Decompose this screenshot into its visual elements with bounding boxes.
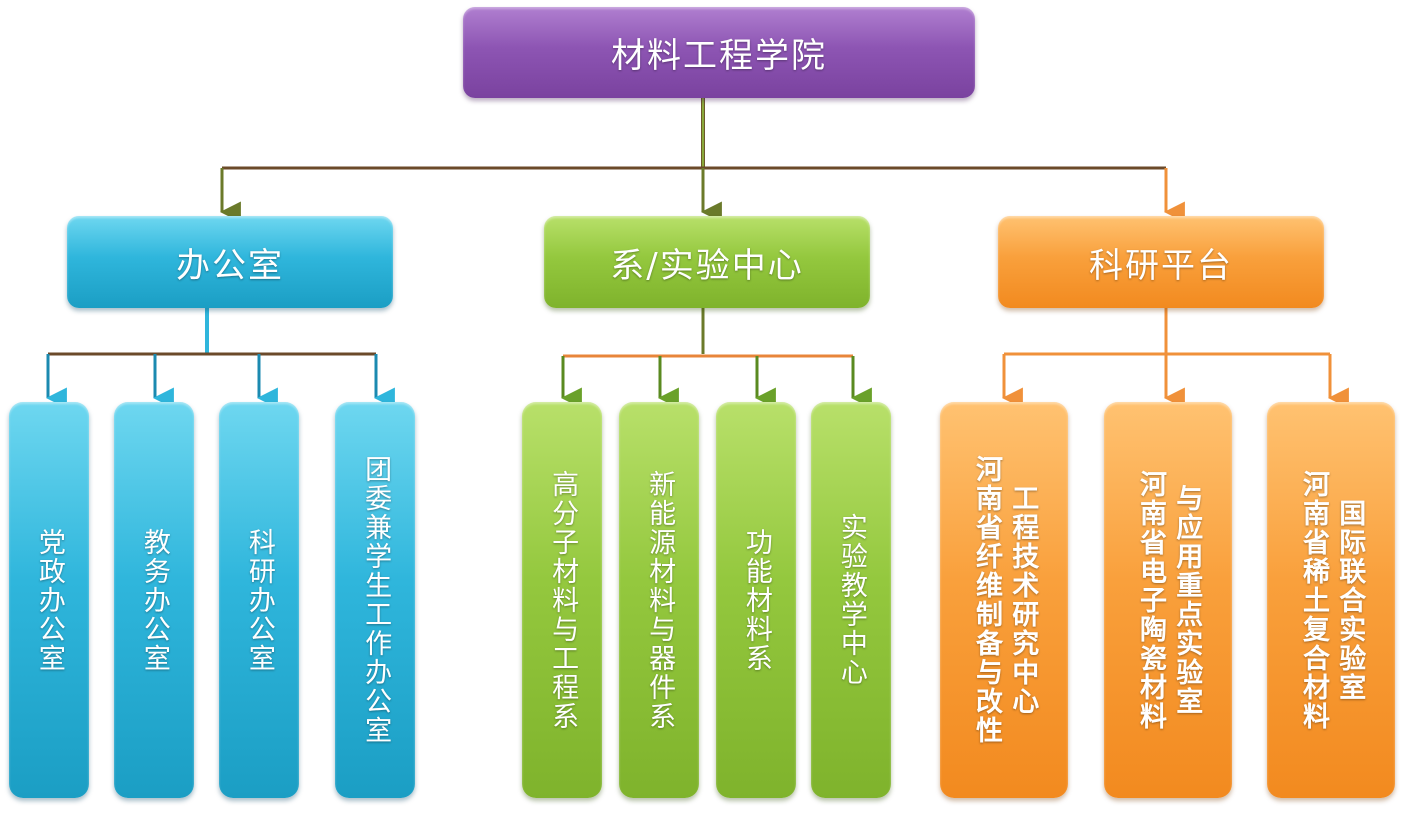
branch-dept: 系/实验中心 [544, 216, 870, 308]
platform-node-label-line1: 河南省纤维制备与改性 [971, 455, 1002, 745]
platform-node-label-line2: 工程技术研究中心 [1007, 484, 1039, 716]
branch-office: 办公室 [67, 216, 393, 308]
dept-node-label: 功能材料系 [740, 527, 772, 673]
office-node-label: 党政办公室 [33, 527, 65, 673]
platform-node-ceramics: 河南省电子陶瓷材料 与应用重点实验室 [1104, 402, 1232, 798]
platform-connector [1001, 308, 1349, 409]
branch-platform-label: 科研平台 [1089, 245, 1233, 286]
office-node-label: 科研办公室 [243, 527, 275, 673]
branch-office-label: 办公室 [176, 245, 284, 286]
platform-node-fiber: 河南省纤维制备与改性 工程技术研究中心 [940, 402, 1068, 798]
dept-node-functional: 功能材料系 [716, 402, 796, 798]
platform-node-label-line2: 国际联合实验室 [1334, 498, 1366, 702]
platform-node-rare-earth: 河南省稀土复合材料 国际联合实验室 [1267, 402, 1395, 798]
root-node: 材料工程学院 [463, 7, 975, 98]
dept-node-label: 高分子材料与工程系 [547, 469, 579, 731]
platform-node-label-line1: 河南省稀土复合材料 [1298, 469, 1329, 731]
branch-platform: 科研平台 [998, 216, 1324, 308]
office-node-party: 党政办公室 [9, 402, 89, 798]
office-node-academic: 教务办公室 [114, 402, 194, 798]
office-node-label: 教务办公室 [138, 527, 170, 673]
office-node-research: 科研办公室 [219, 402, 299, 798]
dept-node-polymer: 高分子材料与工程系 [522, 402, 602, 798]
office-connector [45, 308, 395, 409]
branch-dept-label: 系/实验中心 [610, 245, 804, 286]
dept-connector [560, 308, 872, 409]
office-node-label: 团委兼学生工作办公室 [360, 455, 392, 745]
root-connector [219, 98, 1185, 223]
platform-node-label-line1: 河南省电子陶瓷材料 [1135, 469, 1166, 731]
root-label: 材料工程学院 [611, 36, 827, 76]
office-node-youth: 团委兼学生工作办公室 [335, 402, 415, 798]
platform-node-label-line2: 与应用重点实验室 [1171, 484, 1203, 716]
dept-node-label: 新能源材料与器件系 [644, 469, 676, 731]
dept-node-energy: 新能源材料与器件系 [619, 402, 699, 798]
dept-node-label: 实验教学中心 [835, 513, 867, 687]
dept-node-lab-center: 实验教学中心 [811, 402, 891, 798]
